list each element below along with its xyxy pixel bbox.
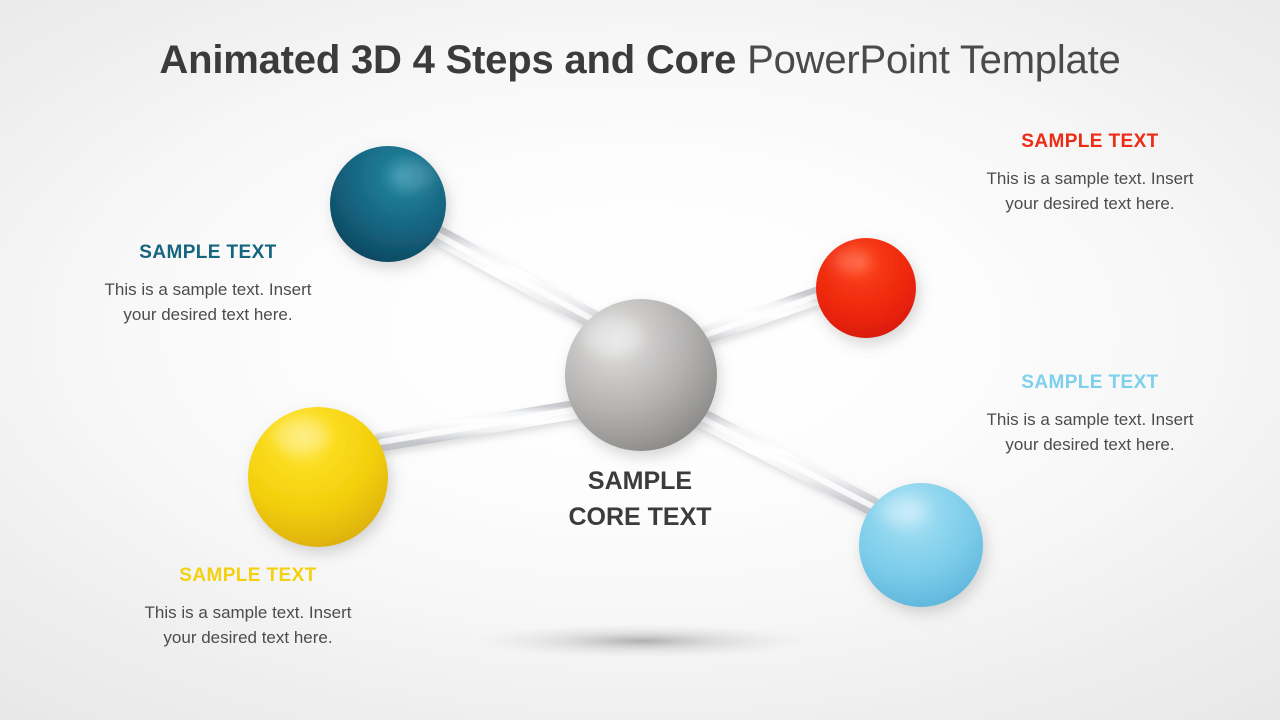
text-block-red: SAMPLE TEXT This is a sample text. Inser… xyxy=(940,131,1240,217)
rod-to-teal xyxy=(424,223,622,340)
body-red-line2: your desired text here. xyxy=(1005,194,1175,214)
heading-teal: SAMPLE TEXT xyxy=(139,242,277,263)
body-red: This is a sample text. Insert your desir… xyxy=(940,166,1240,217)
body-teal-line1: This is a sample text. Insert xyxy=(104,279,312,299)
node-sphere-yellow[interactable] xyxy=(248,407,388,547)
ground-shadow xyxy=(474,624,810,658)
heading-red: SAMPLE TEXT xyxy=(1021,131,1159,152)
core-sphere[interactable] xyxy=(565,299,717,451)
text-block-yellow: SAMPLE TEXT This is a sample text. Inser… xyxy=(98,565,398,651)
text-block-teal: SAMPLE TEXT This is a sample text. Inser… xyxy=(58,242,358,328)
body-blue-line2: your desired text here. xyxy=(1005,435,1175,455)
node-sphere-blue[interactable] xyxy=(859,483,983,607)
title-bold-part: Animated 3D 4 Steps and Core xyxy=(159,38,737,82)
body-teal: This is a sample text. Insert your desir… xyxy=(58,277,358,328)
body-yellow-line1: This is a sample text. Insert xyxy=(144,602,352,622)
rod-to-yellow xyxy=(371,396,606,452)
node-sphere-teal[interactable] xyxy=(330,146,446,262)
heading-blue: SAMPLE TEXT xyxy=(1021,372,1159,393)
heading-yellow: SAMPLE TEXT xyxy=(179,565,317,586)
body-teal-line2: your desired text here. xyxy=(123,305,293,325)
text-block-blue: SAMPLE TEXT This is a sample text. Inser… xyxy=(940,372,1240,458)
body-red-line1: This is a sample text. Insert xyxy=(986,168,1194,188)
body-yellow: This is a sample text. Insert your desir… xyxy=(98,600,398,651)
core-label-line2: CORE TEXT xyxy=(568,503,712,532)
node-sphere-red[interactable] xyxy=(816,238,916,338)
core-label: SAMPLE CORE TEXT xyxy=(500,463,780,536)
body-blue-line1: This is a sample text. Insert xyxy=(986,409,1194,429)
page-title: Animated 3D 4 Steps and Core PowerPoint … xyxy=(0,38,1280,83)
rod-to-blue xyxy=(680,402,882,516)
body-blue: This is a sample text. Insert your desir… xyxy=(940,407,1240,458)
core-label-line1: SAMPLE xyxy=(587,467,693,495)
title-light-part: PowerPoint Template xyxy=(736,38,1121,82)
body-yellow-line2: your desired text here. xyxy=(163,628,333,648)
